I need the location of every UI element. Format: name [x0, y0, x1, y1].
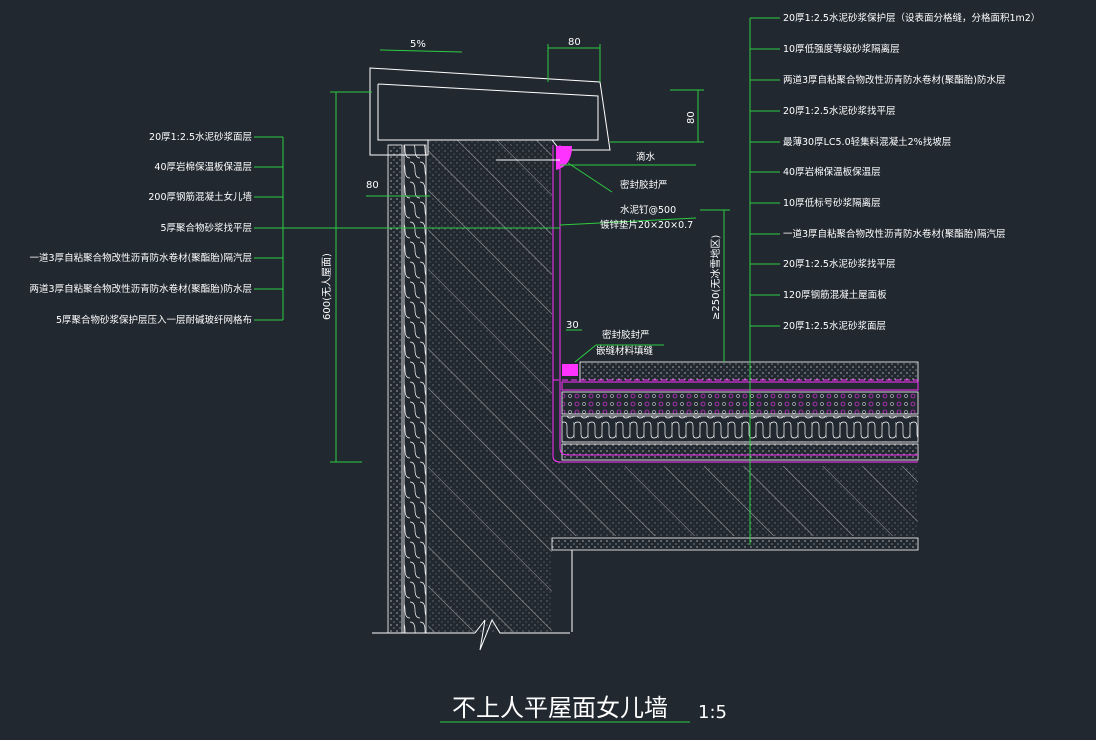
left-labels: 20厚1:2.5水泥砂浆面层 40厚岩棉保温板保温层 200厚钢筋混凝土女儿墙 … [30, 131, 253, 326]
backer-label: 嵌缝材料填缝 [596, 345, 654, 357]
dim-seal-width: 30 [566, 320, 579, 331]
right-label: 40厚岩棉保温板保温层 [783, 166, 881, 178]
right-label: 10厚低标号砂浆隔离层 [783, 197, 881, 209]
drawing-title: 不上人平屋面女儿墙 [452, 694, 668, 722]
right-label: 120厚钢筋混凝土屋面板 [783, 289, 887, 301]
right-label: 20厚1:2.5水泥砂浆面层 [783, 320, 886, 332]
dim-overhang: 80 [366, 180, 379, 191]
dimension-lines [330, 44, 730, 463]
right-label: 10厚低强度等级砂浆隔离层 [783, 43, 900, 55]
dim-slope: 5% [410, 39, 426, 50]
dim-parapet-height: 600(无人屋面) [321, 253, 333, 320]
right-label: 20厚1:2.5水泥砂浆找平层 [783, 105, 895, 117]
sealant-bottom-label: 密封胶封严 [602, 329, 650, 341]
left-label: 20厚1:2.5水泥砂浆面层 [149, 131, 252, 143]
dim-coping-width: 80 [568, 37, 581, 48]
parapet-insulation [372, 144, 570, 651]
left-label: 一道3厚自粘聚合物改性沥青防水卷材(聚酯胎)隔汽层 [30, 252, 252, 264]
dim-upturn-height: ≥250(无冰雪地区) [709, 235, 722, 320]
sealant-top-label: 密封胶封严 [620, 179, 668, 191]
drip-label: 滴水 [636, 151, 656, 163]
right-label: 最薄30厚LC5.0轻集料混凝土2%找坡层 [783, 136, 951, 148]
concrete-structure [369, 67, 918, 632]
dim-drip-height: 80 [686, 111, 697, 124]
middle-leaders [496, 159, 697, 363]
left-label: 5厚聚合物砂浆找平层 [160, 222, 252, 234]
left-label: 两道3厚自粘聚合物改性沥青防水卷材(聚酯胎)防水层 [30, 283, 252, 295]
drawing-scale: 1:5 [698, 702, 727, 723]
middle-labels: 滴水 密封胶封严 水泥钉@500 镀锌垫片20×20×0.7 密封胶封严 嵌缝材… [596, 151, 693, 357]
membrane-upturn [552, 145, 918, 463]
nail-label: 水泥钉@500 [620, 204, 676, 216]
left-label: 40厚岩棉保温板保温层 [154, 161, 252, 173]
right-labels: 20厚1:2.5水泥砂浆保护层（设表面分格缝，分格面积1m2） 10厚低强度等级… [783, 12, 1040, 332]
left-label: 200厚钢筋混凝土女儿墙 [148, 191, 252, 203]
washer-label: 镀锌垫片20×20×0.7 [600, 219, 693, 231]
right-label: 20厚1:2.5水泥砂浆找平层 [783, 258, 895, 270]
left-leaders [254, 136, 560, 321]
right-label: 20厚1:2.5水泥砂浆保护层（设表面分格缝，分格面积1m2） [783, 12, 1040, 24]
right-label: 一道3厚自粘聚合物改性沥青防水卷材(聚酯胎)隔汽层 [783, 228, 1005, 240]
roof-layers [551, 361, 919, 632]
right-leaders [749, 17, 780, 545]
right-label: 两道3厚自粘聚合物改性沥青防水卷材(聚酯胎)防水层 [783, 74, 1005, 86]
left-label: 5厚聚合物砂浆保护层压入一层耐碱玻纤网格布 [56, 314, 252, 326]
